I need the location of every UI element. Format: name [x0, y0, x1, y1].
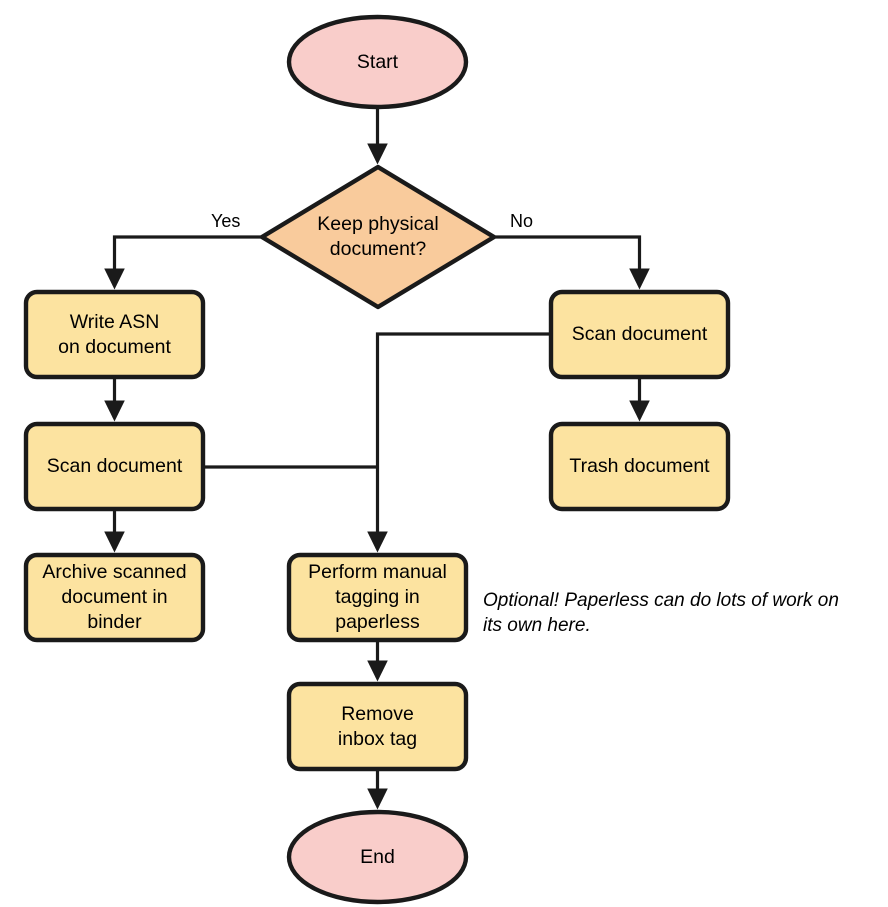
node-perform-manual-tagging[interactable] — [286, 552, 469, 643]
edge-label-no: No — [510, 211, 534, 231]
node-end[interactable] — [286, 809, 469, 905]
edge-decision-to-write-asn — [104, 235, 262, 290]
node-trash-document[interactable] — [548, 421, 731, 512]
edge-decision-to-scan-right — [494, 235, 650, 290]
optional-note-text: Optional! Paperless can do lots of work … — [483, 590, 839, 636]
node-remove-inbox-tag[interactable] — [286, 681, 469, 772]
node-decision-keep-physical-document[interactable] — [259, 164, 497, 310]
node-write-asn[interactable] — [23, 289, 206, 380]
node-archive-scanned-document[interactable] — [23, 552, 206, 643]
edge-scan-right-to-manual-tagging — [367, 332, 551, 553]
edge-label-yes: Yes — [211, 211, 241, 231]
node-start[interactable] — [286, 14, 469, 110]
node-scan-document-left[interactable] — [23, 421, 206, 512]
node-scan-document-right[interactable] — [548, 289, 731, 380]
